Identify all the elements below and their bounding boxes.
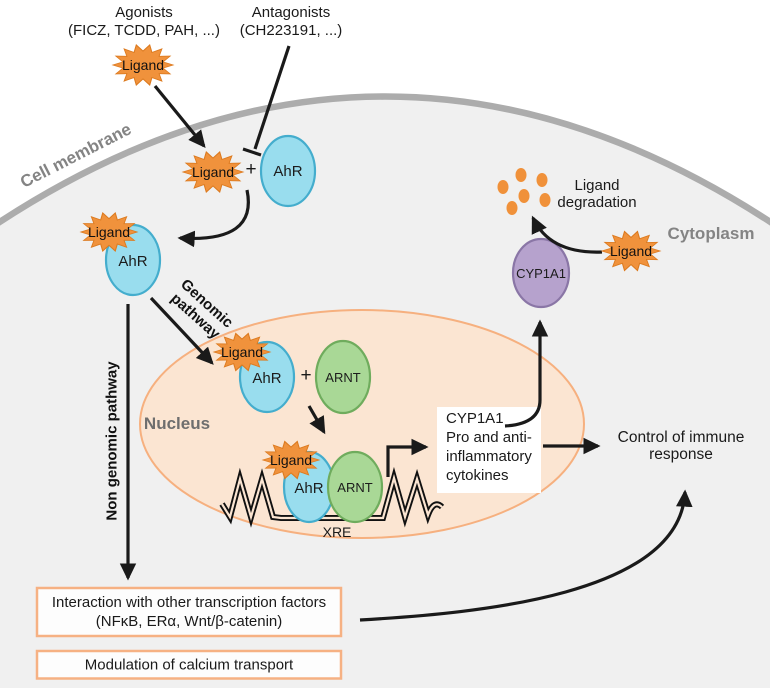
ligand-label-ahr-cytoplasm: Ligand xyxy=(87,224,131,240)
agonists-examples: (FICZ, TCDD, PAH, ...) xyxy=(68,22,220,39)
antagonists-examples: (CH223191, ...) xyxy=(239,22,343,39)
arnt-label-dna: ARNT xyxy=(337,480,373,495)
agonists-title: Agonists xyxy=(115,4,173,21)
ahr-label-nucleus: AhR xyxy=(252,370,282,387)
degradation-dots xyxy=(497,168,551,215)
control-line1: Control of immune xyxy=(617,429,745,446)
cyp1a1-ellipse-label: CYP1A1 xyxy=(516,266,566,281)
antagonists-label: Antagonists (CH223191, ...) xyxy=(240,4,343,40)
ligand-label-cytoplasm-right: Ligand xyxy=(609,243,653,259)
cyp1a1-ellipse xyxy=(511,237,571,309)
arnt-ellipse-dna xyxy=(326,450,384,524)
antagonists-title: Antagonists xyxy=(251,4,331,21)
agonists-label: Agonists (FICZ, TCDD, PAH, ...) xyxy=(68,4,220,40)
arrow-genomic-pathway xyxy=(149,296,214,365)
cyp1a1-cytokines-text: CYP1A1 Pro and anti- inflammatory cytoki… xyxy=(446,409,532,485)
xre-label: XRE xyxy=(322,524,352,540)
arrow-dna-to-cytokines xyxy=(386,438,429,477)
ligand-degradation-label: Ligand degradation xyxy=(557,177,636,211)
transcription-factors-line1: Interaction with other transcription fac… xyxy=(51,594,327,611)
control-immune-response-label: Control of immune response xyxy=(618,429,745,463)
ligand-label-nucleus: Ligand xyxy=(220,344,264,360)
arnt-ellipse-nucleus xyxy=(314,339,372,415)
arrow-complex-internalization xyxy=(177,189,250,248)
arrow-agonist-to-ligand xyxy=(153,84,206,148)
plus-sign-membrane: + xyxy=(245,159,257,180)
cell-membrane-line xyxy=(0,93,770,226)
arrow-arnt-to-dna xyxy=(307,405,326,435)
ahr-label-membrane: AhR xyxy=(273,163,303,180)
ahr-ellipse-membrane xyxy=(259,134,317,208)
ligand-label-membrane: Ligand xyxy=(191,164,235,180)
ligand-label-dna: Ligand xyxy=(269,452,313,468)
plus-sign-nucleus: + xyxy=(300,365,312,386)
ahr-label-cytoplasm: AhR xyxy=(118,253,148,270)
arrows xyxy=(119,45,693,622)
cyp-box-line2: Pro and anti- xyxy=(446,429,532,446)
arrow-ligand-degradation xyxy=(531,215,603,254)
calcium-transport-box xyxy=(35,649,343,680)
inhibition-t-bar xyxy=(242,147,262,157)
ligand-label-agonist: Ligand xyxy=(121,57,165,73)
control-line2: response xyxy=(649,446,713,463)
ahr-label-dna: AhR xyxy=(294,480,324,497)
transcription-factors-line2: (NFκB, ERα, Wnt/β-catenin) xyxy=(95,613,283,630)
arnt-label-nucleus: ARNT xyxy=(325,370,361,385)
arrow-box-to-cyp1a1 xyxy=(504,319,549,428)
nucleus-label: Nucleus xyxy=(143,414,211,433)
cyp-box-line1: CYP1A1 xyxy=(446,410,504,427)
cytoplasm-label: Cytoplasm xyxy=(667,224,755,243)
ligand-degradation-line1: Ligand xyxy=(574,177,620,194)
dna-strand xyxy=(219,466,445,528)
cyp-box-line4: cytokines xyxy=(446,467,509,484)
non-genomic-pathway-label: Non genomic pathway xyxy=(103,361,121,521)
ligand-degradation-line2: degradation xyxy=(557,194,637,211)
transcription-factors-box xyxy=(35,586,343,638)
antagonist-inhibition-line xyxy=(253,45,291,150)
arrow-factors-to-control xyxy=(359,489,693,622)
calcium-transport-text: Modulation of calcium transport xyxy=(84,656,294,674)
cyp-box-line3: inflammatory xyxy=(446,448,532,465)
transcription-factors-text: Interaction with other transcription fac… xyxy=(52,593,326,631)
